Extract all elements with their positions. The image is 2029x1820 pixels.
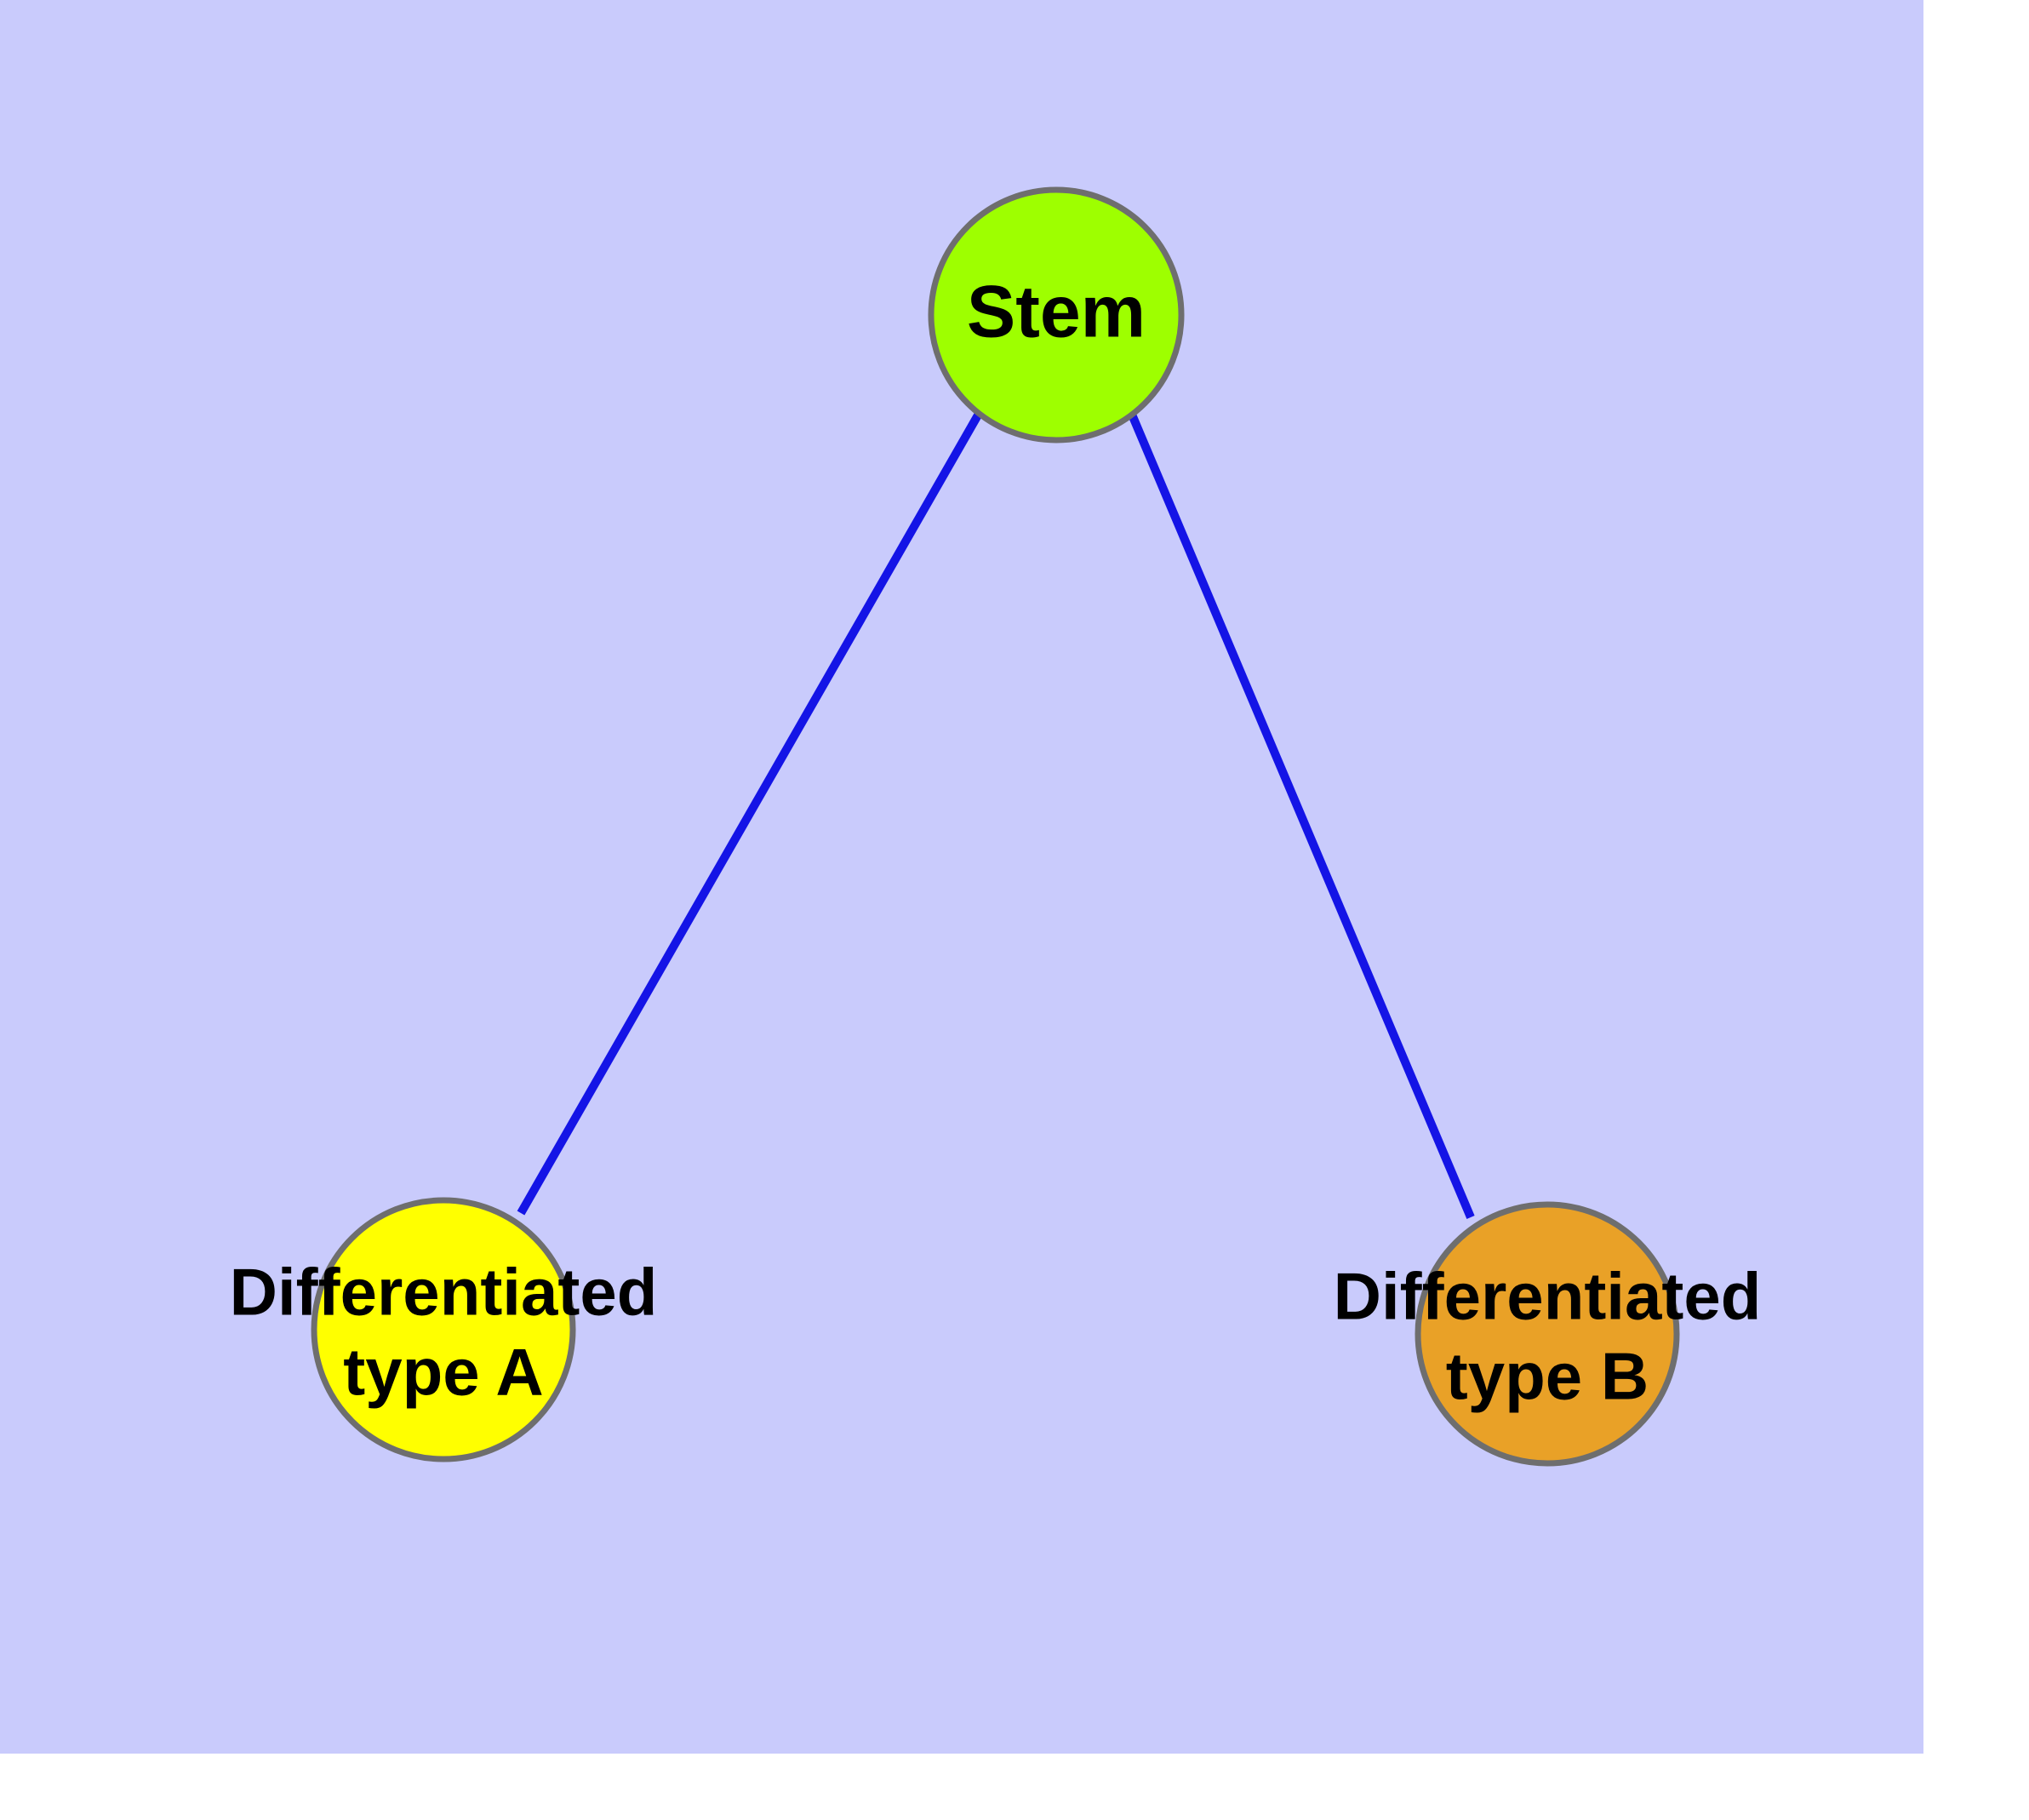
node-type-a-circle[interactable] <box>311 1197 576 1462</box>
node-differentiated-type-a[interactable]: Differentiated type A <box>230 1197 658 1462</box>
node-type-b-label-line2: type B <box>1446 1339 1649 1414</box>
node-differentiated-type-b[interactable]: Differentiated type B <box>1334 1201 1762 1467</box>
edges-group <box>517 411 1475 1219</box>
node-type-a-label-line2: type A <box>343 1335 544 1410</box>
node-type-b-label-line1: Differentiated <box>1334 1259 1762 1334</box>
node-stem[interactable]: Stem <box>928 186 1185 444</box>
edge-stem-to-type-a[interactable] <box>517 411 983 1216</box>
edge-stem-to-type-b[interactable] <box>1128 413 1475 1219</box>
node-type-b-circle[interactable] <box>1415 1201 1680 1467</box>
node-stem-label: Stem <box>967 272 1146 353</box>
node-stem-circle[interactable] <box>928 186 1185 444</box>
nodes-group: Stem Differentiated type A Differentiate… <box>230 186 1762 1467</box>
node-type-a-label-line1: Differentiated <box>230 1255 658 1330</box>
